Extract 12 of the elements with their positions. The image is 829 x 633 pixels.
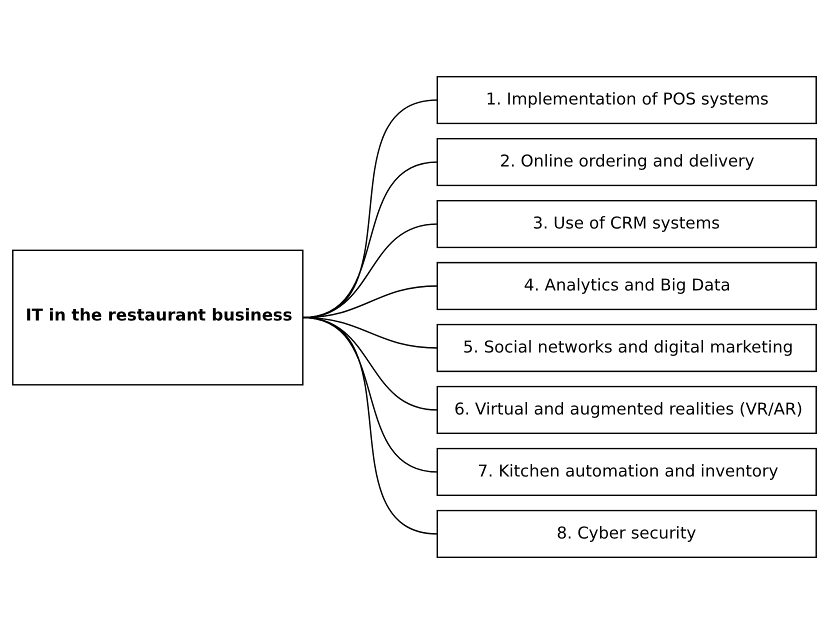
node-box: 4. Analytics and Big Data: [436, 261, 817, 310]
node-box: 5. Social networks and digital marketing: [436, 323, 817, 372]
node-box: 7. Kitchen automation and inventory: [436, 447, 817, 496]
node-box: 1. Implementation of POS systems: [436, 75, 817, 124]
connector: [302, 98, 438, 318]
connector: [302, 160, 438, 318]
node-box: IT in the restaurant business: [12, 249, 304, 386]
node-box: 8. Cyber security: [436, 509, 817, 558]
node-box: 6. Virtual and augmented realities (VR/AR): [436, 385, 817, 434]
connector: [302, 316, 438, 534]
node-box: 3. Use of CRM systems: [436, 199, 817, 248]
node-box: 2. Online ordering and delivery: [436, 137, 817, 186]
